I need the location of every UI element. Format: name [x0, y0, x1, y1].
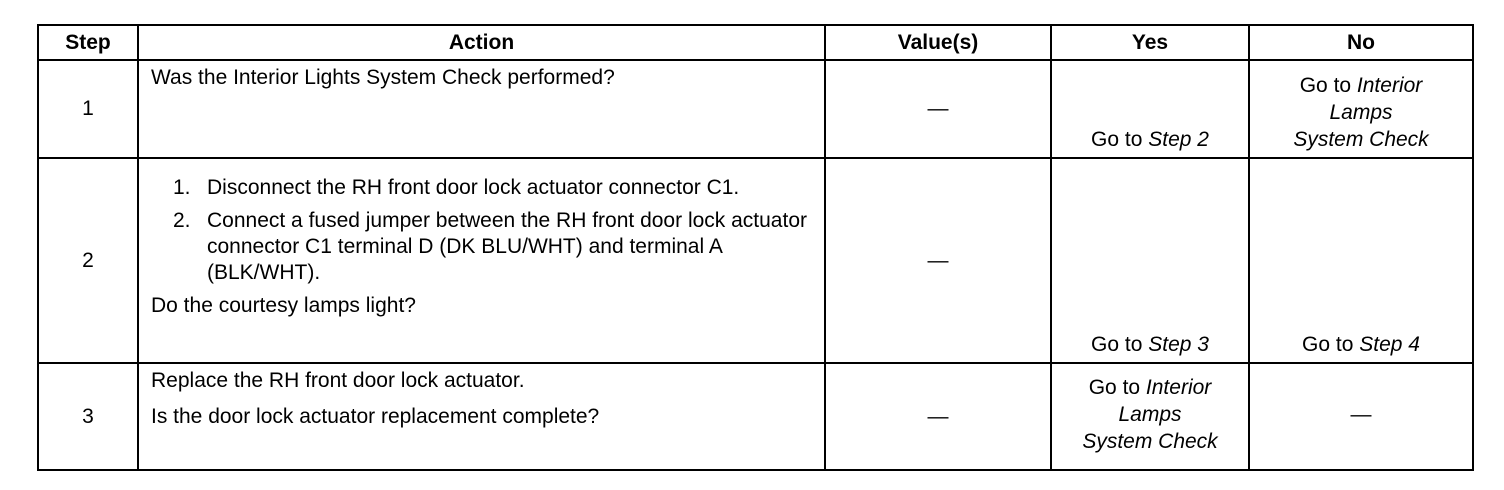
substep-item: 2. Connect a fused jumper between the RH… [151, 208, 814, 286]
yes-prefix: Go to [1088, 376, 1146, 399]
no-prefix: Go to [1302, 333, 1360, 356]
substep-number: 2. [173, 209, 191, 232]
value-dash: — [927, 404, 949, 428]
no-link-line1[interactable]: Interior [1356, 74, 1423, 97]
action-cell: 1. Disconnect the RH front door lock act… [137, 157, 826, 364]
value-cell: — [824, 59, 1052, 159]
table-row: 2 1. Disconnect the RH front door lock a… [37, 157, 1474, 364]
diagnostic-table: Step Action Value(s) Yes No 1 Was the In… [37, 24, 1474, 471]
header-value: Value(s) [824, 24, 1052, 61]
substep-text: Disconnect the RH front door lock actuat… [207, 176, 740, 199]
substep-list: 1. Disconnect the RH front door lock act… [151, 175, 814, 286]
action-instruction: Replace the RH front door lock actuator. [151, 369, 525, 392]
action-question: Is the door lock actuator replacement co… [151, 405, 600, 428]
step-number: 3 [37, 362, 139, 471]
value-cell: — [824, 157, 1052, 364]
yes-cell: Go to Interior Lamps System Check [1050, 362, 1250, 471]
action-cell: Replace the RH front door lock actuator.… [137, 362, 826, 471]
no-link-line3[interactable]: System Check [1293, 128, 1429, 151]
table-row: 1 Was the Interior Lights System Check p… [37, 59, 1474, 159]
header-no: No [1248, 24, 1474, 61]
no-cell: — [1248, 362, 1474, 471]
header-row: Step Action Value(s) Yes No [37, 24, 1474, 61]
yes-link[interactable]: Step 3 [1148, 333, 1209, 356]
yes-link-line1[interactable]: Interior [1145, 376, 1212, 399]
value-cell: — [824, 362, 1052, 471]
no-cell: Go to Step 4 [1248, 157, 1474, 364]
header-step: Step [37, 24, 139, 61]
action-cell: Was the Interior Lights System Check per… [137, 59, 826, 159]
step-number: 2 [37, 157, 139, 364]
substep-text: Connect a fused jumper between the RH fr… [207, 209, 807, 284]
header-action: Action [137, 24, 826, 61]
value-dash: — [927, 248, 949, 272]
value-dash: — [927, 97, 949, 120]
yes-prefix: Go to [1091, 333, 1149, 356]
step-number: 1 [37, 59, 139, 159]
yes-prefix: Go to [1091, 128, 1149, 151]
no-link[interactable]: Step 4 [1359, 333, 1420, 356]
no-cell: Go to Interior Lamps System Check [1248, 59, 1474, 159]
no-link-line2[interactable]: Lamps [1329, 101, 1393, 124]
yes-link-line3[interactable]: System Check [1082, 430, 1218, 453]
action-question: Do the courtesy lamps light? [151, 294, 416, 317]
header-yes: Yes [1050, 24, 1250, 61]
yes-cell: Go to Step 3 [1050, 157, 1250, 364]
table-row: 3 Replace the RH front door lock actuato… [37, 362, 1474, 471]
substep-item: 1. Disconnect the RH front door lock act… [151, 175, 814, 201]
action-question: Was the Interior Lights System Check per… [151, 66, 615, 89]
no-dash: — [1350, 403, 1372, 426]
yes-link[interactable]: Step 2 [1148, 128, 1209, 151]
yes-cell: Go to Step 2 [1050, 59, 1250, 159]
no-prefix: Go to [1299, 74, 1357, 97]
yes-link-line2[interactable]: Lamps [1118, 403, 1182, 426]
substep-number: 1. [173, 176, 191, 199]
